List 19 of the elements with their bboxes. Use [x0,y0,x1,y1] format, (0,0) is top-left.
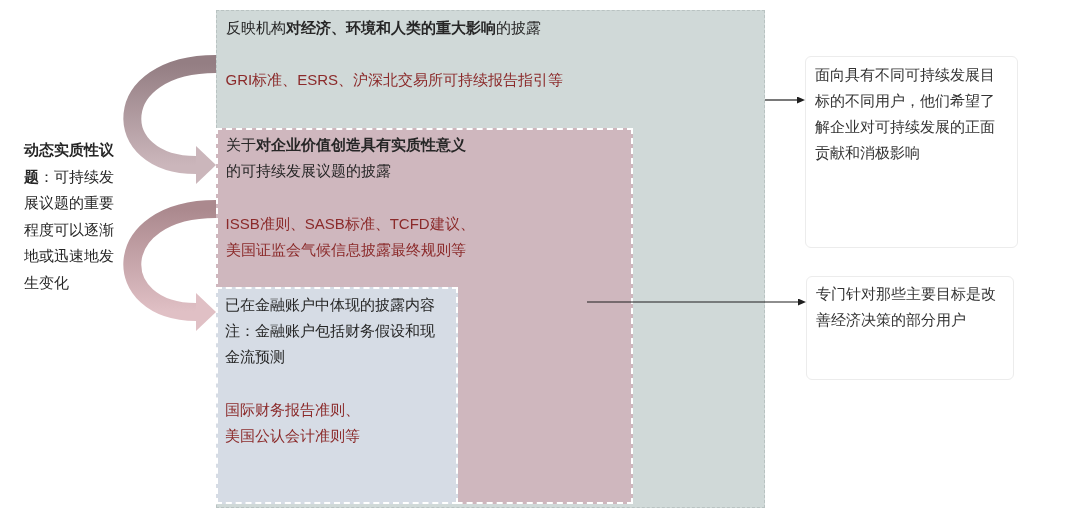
inner-panel [215,286,458,504]
description-text: 专门针对那些主要目标是改善经济决策的部分用户 [816,284,997,330]
standards-list: 国际财务报告准则、美国公认会计准则等 [224,396,367,449]
panel-heading: 关于对企业价值创造具有实质性意义的可持续发展议题的披露 [225,134,467,181]
outer-panel [216,10,765,508]
arrow [586,298,806,306]
side-note: 动态实质性议题：可持续发展议题的重要程度可以逐渐地或迅速地发生变化 [24,140,115,293]
panel-heading: 已在金融账户中体现的披露内容 [224,294,436,315]
standards-list: ISSB准则、SASB标准、TCFD建议、美国证监会气候信息披露最终规则等 [225,210,482,263]
panel-heading: 反映机构对经济、环境和人类的重大影响的披露 [225,17,542,38]
standards-list: GRI标准、ESRS、沪深北交易所可持续报告指引等 [225,66,746,93]
curved-arrow [123,200,217,331]
arrow [764,96,805,104]
curved-arrow [123,55,217,184]
description-card [805,56,1018,248]
description-text: 面向具有不同可持续发展目标的不同用户，他们希望了解企业对可持续发展的正面贡献和消极影响 [815,65,996,163]
note-text: 注：金融账户包括财务假设和现金流预测 [224,320,436,367]
middle-panel [215,127,633,504]
description-card [806,276,1014,380]
